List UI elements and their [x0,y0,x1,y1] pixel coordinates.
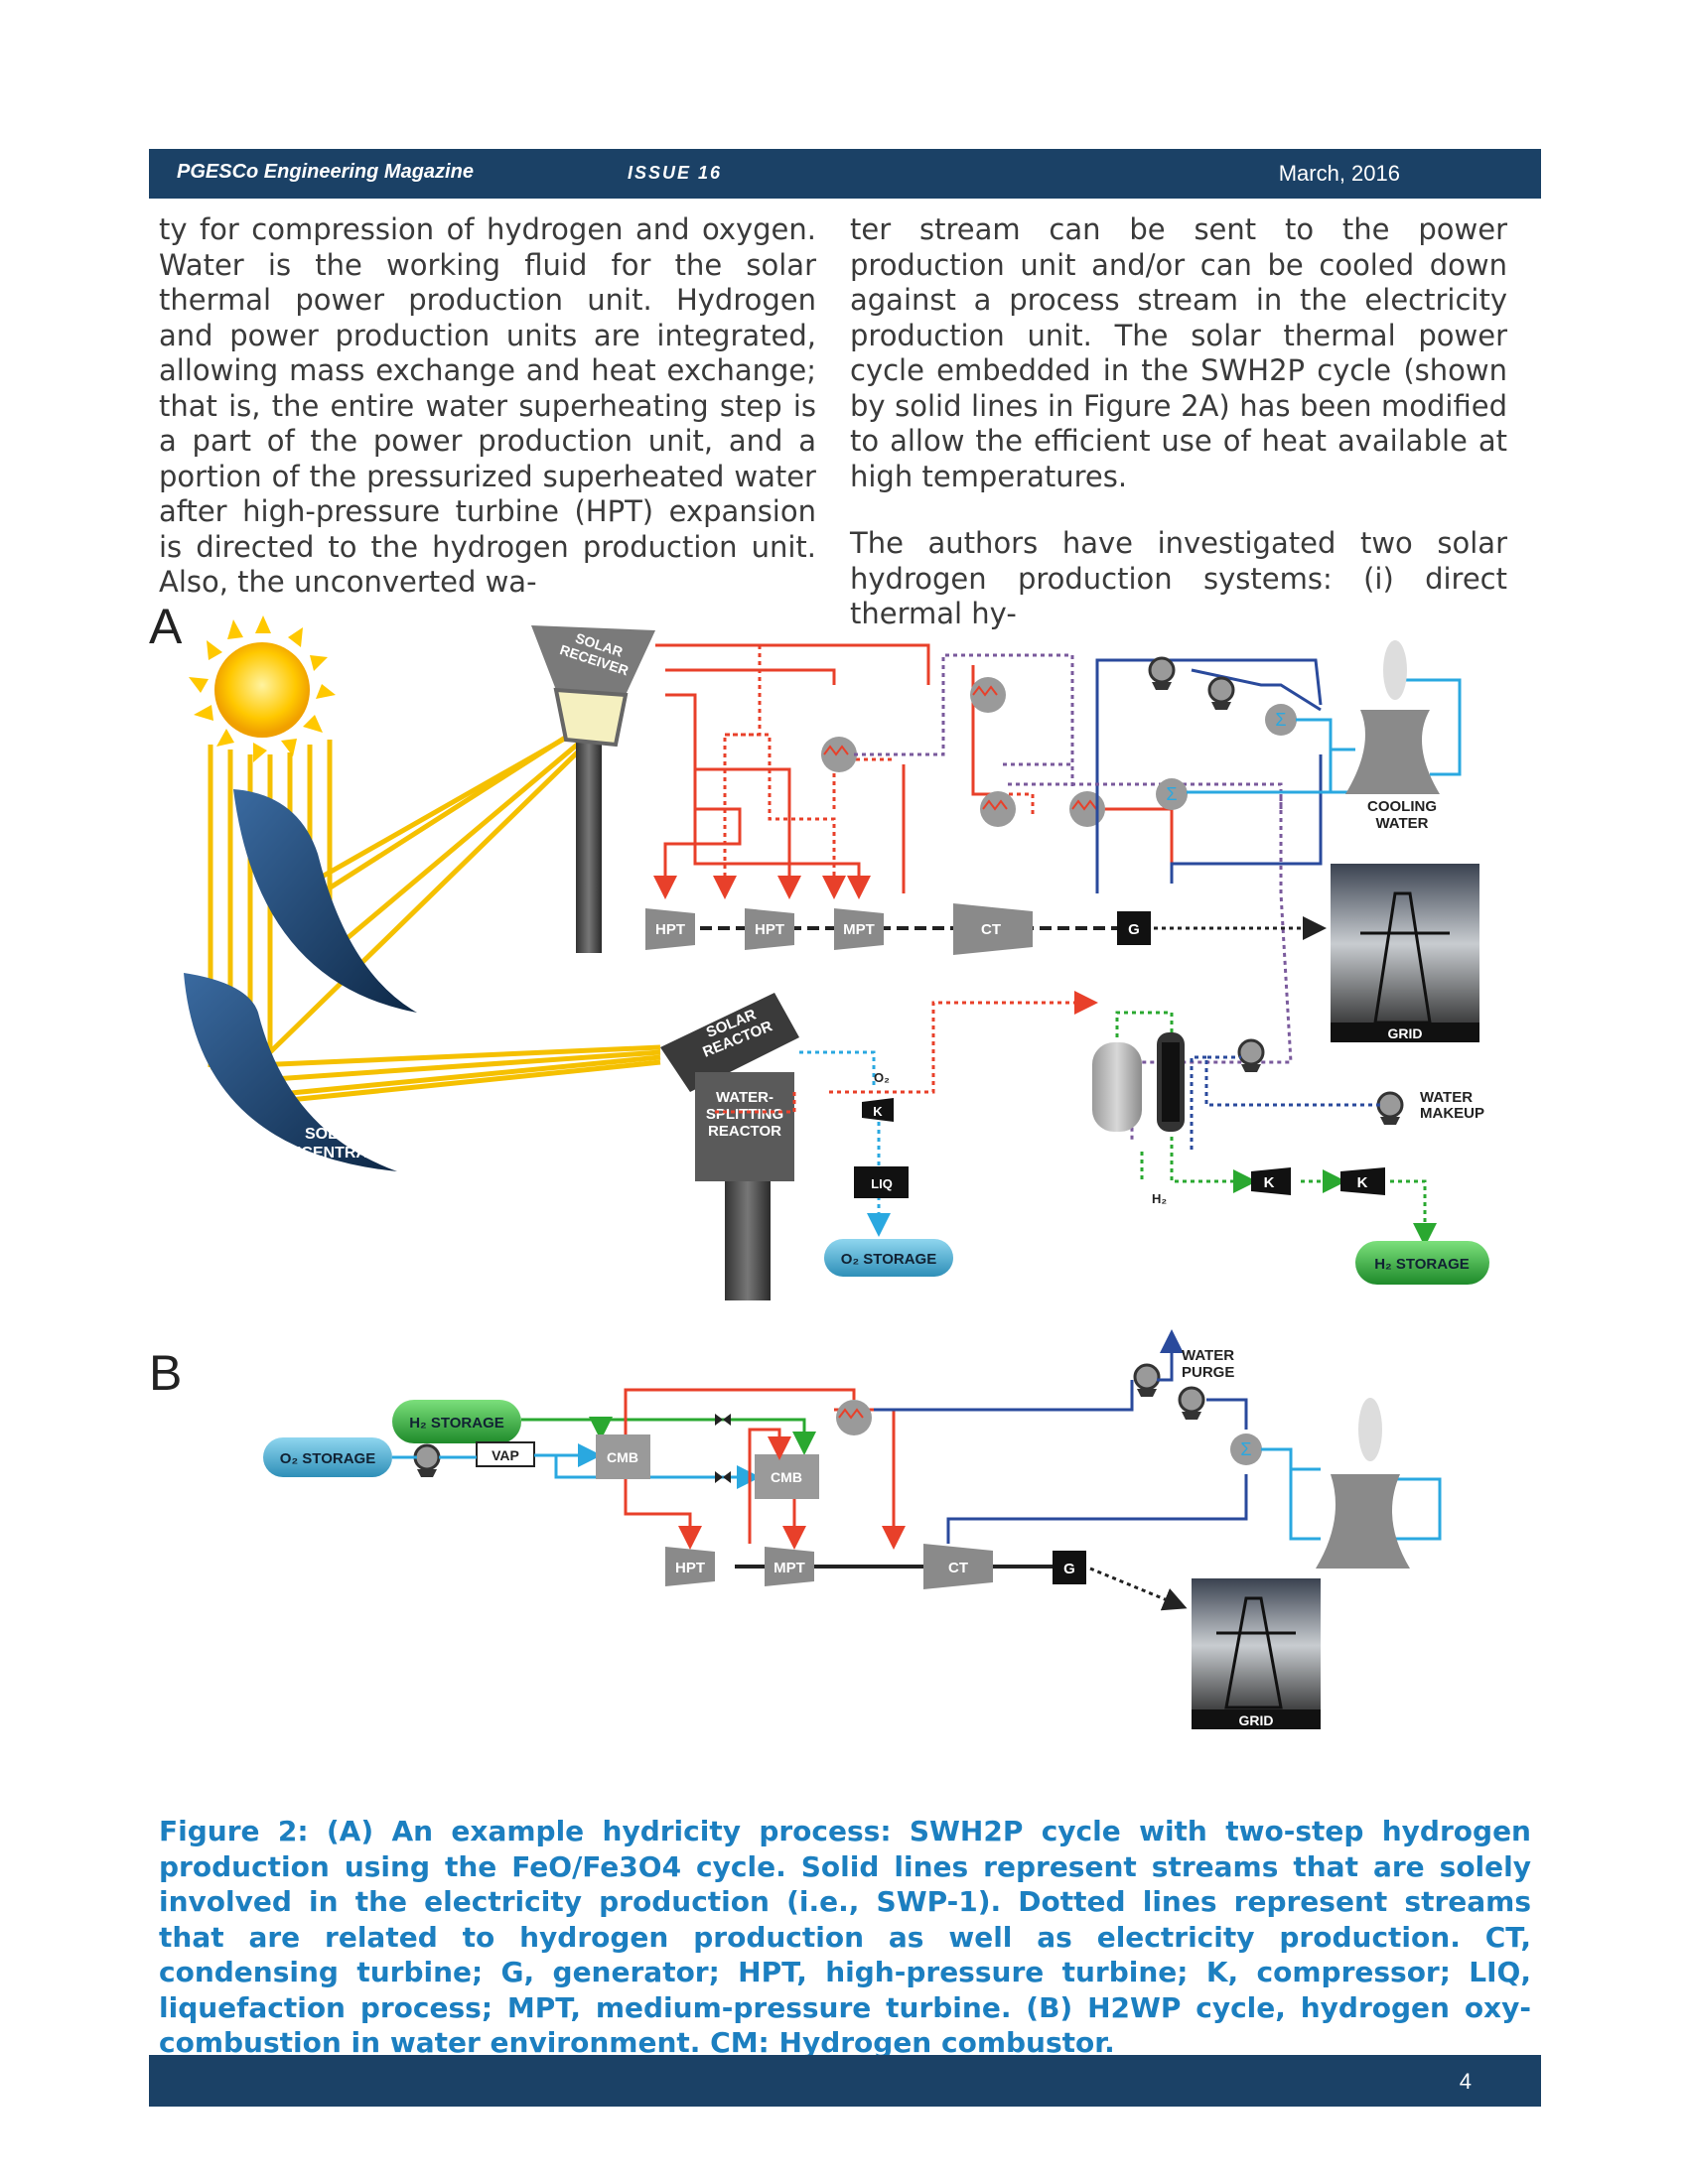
o2-storage-tank-b: O₂ STORAGE [263,1437,392,1477]
solar-receiver-tower: SOLAR RECEIVER [531,625,655,953]
svg-text:Σ: Σ [1240,1439,1251,1459]
h2-storage-tank-b: H₂ STORAGE [392,1400,521,1443]
svg-text:GRID: GRID [1239,1712,1274,1728]
o2-storage-tank: O₂ STORAGE [824,1239,953,1277]
paragraph: ter stream can be sent to the power prod… [850,212,1507,493]
hydrogen-lines-b [521,1417,816,1455]
cooling-water-lines-b [1261,1447,1442,1541]
svg-text:WATER: WATER [1182,1347,1234,1364]
svg-text:SPLITTING: SPLITTING [706,1106,783,1123]
svg-text:WATER: WATER [1420,1089,1473,1106]
cooling-tower-icon: COOLING WATER [1345,640,1440,832]
mixer-icon: Σ Σ [1156,704,1297,810]
mixer-icon: Σ [1230,1433,1262,1465]
svg-text:CONCENTRATOR: CONCENTRATOR [266,1145,400,1161]
svg-text:CT: CT [948,1560,968,1576]
condensate-lines-a [1095,658,1323,893]
figure-2-diagram: A SOLAR CONCENTRATOR SOLAR RECEIVER [149,599,1489,1729]
svg-text:HPT: HPT [655,921,685,938]
svg-text:COOLING: COOLING [1367,798,1437,815]
svg-text:MAKEUP: MAKEUP [1420,1105,1484,1122]
svg-text:SOLAR: SOLAR [305,1126,360,1143]
grid-photo: GRID [1192,1578,1321,1729]
h2-storage-tank: H₂ STORAGE [1355,1241,1489,1285]
page-header: PGESCo Engineering Magazine ISSUE 16 Mar… [149,149,1541,199]
svg-text:Σ: Σ [1275,710,1286,730]
svg-text:H₂ STORAGE: H₂ STORAGE [1374,1256,1470,1273]
pump-icon [413,1363,1205,1477]
svg-text:K: K [1357,1174,1368,1191]
svg-text:PURGE: PURGE [1182,1364,1234,1381]
upper-mirror-icon [233,789,417,1013]
purple-dotted-lines-a [854,653,1293,1142]
water-purge-label: WATER PURGE [1182,1347,1234,1381]
heat-exchanger-icon [836,1400,872,1435]
svg-text:K: K [873,1104,883,1119]
issue-date: March, 2016 [1278,161,1400,186]
svg-text:MPT: MPT [843,921,875,938]
sun-icon [189,615,336,762]
figure-caption: Figure 2: (A) An example hydricity proce… [159,1815,1531,2059]
page-footer: 4 [149,2055,1541,2107]
hydrogen-lines-a [1115,1011,1437,1247]
steam-lines-a [653,643,1174,899]
svg-text:O₂ STORAGE: O₂ STORAGE [280,1450,375,1467]
pump-icon [1148,656,1404,1125]
issue-number: ISSUE 16 [628,163,723,183]
svg-text:G: G [1128,921,1140,938]
cooling-tower-icon [1316,1398,1410,1569]
svg-text:HPT: HPT [755,921,784,938]
svg-text:G: G [1063,1561,1075,1577]
svg-text:O₂ STORAGE: O₂ STORAGE [841,1251,936,1268]
turbine-train-b: HPT MPT CT G [665,1544,1188,1611]
svg-text:HPT: HPT [675,1560,705,1576]
combustor-boxes: CMB CMB [596,1434,819,1499]
grid-photo: GRID [1331,864,1479,1042]
svg-text:MPT: MPT [774,1560,805,1576]
turbine-train-a: HPT HPT MPT CT G [645,903,1327,955]
svg-text:VAP: VAP [492,1447,519,1463]
oxygen-lines-b [392,1443,761,1489]
heat-exchanger-icon [821,677,1105,827]
cooling-water-lines-a [1187,678,1462,794]
makeup-water-line [1190,1055,1380,1152]
panel-b-label: B [149,1345,182,1401]
text-column-left: ty for compression of hydrogen and oxyge… [159,212,816,632]
condensate-lines-b [874,1329,1248,1544]
solar-reactor: SOLAR REACTOR WATER- SPLITTING REACTOR [660,993,799,1300]
svg-text:WATER-: WATER- [716,1089,774,1106]
svg-text:WATER: WATER [1375,815,1428,832]
svg-text:LIQ: LIQ [871,1176,893,1191]
svg-text:Σ: Σ [1166,784,1177,804]
magazine-title: PGESCo Engineering Magazine [177,161,474,183]
text-column-right: ter stream can be sent to the power prod… [850,212,1507,664]
svg-text:H₂ STORAGE: H₂ STORAGE [409,1415,504,1432]
svg-text:K: K [1264,1174,1275,1191]
oxygen-compressor: O₂ K LIQ [854,1070,909,1198]
paragraph: The authors have investigated two solar … [850,526,1507,630]
water-makeup-label: WATER MAKEUP [1420,1089,1484,1122]
svg-text:CMB: CMB [607,1449,638,1465]
valve-icon [715,1414,731,1483]
svg-text:O₂: O₂ [874,1070,890,1085]
panel-a-label: A [149,599,183,654]
svg-text:H₂: H₂ [1152,1191,1167,1206]
svg-text:GRID: GRID [1388,1025,1423,1041]
svg-text:CT: CT [981,921,1001,938]
solar-concentrator-label: SOLAR CONCENTRATOR [266,1126,400,1161]
paragraph: ty for compression of hydrogen and oxyge… [159,212,816,599]
svg-text:REACTOR: REACTOR [708,1123,781,1140]
page-number: 4 [1459,2069,1472,2094]
separator-vessels [1092,1032,1185,1132]
vaporizer-box: VAP [476,1441,535,1467]
compressor-icon: K K H₂ [1152,1167,1385,1206]
svg-text:CMB: CMB [771,1469,802,1485]
oxygen-lines-a [799,1050,891,1237]
lower-mirror-icon [184,973,397,1171]
